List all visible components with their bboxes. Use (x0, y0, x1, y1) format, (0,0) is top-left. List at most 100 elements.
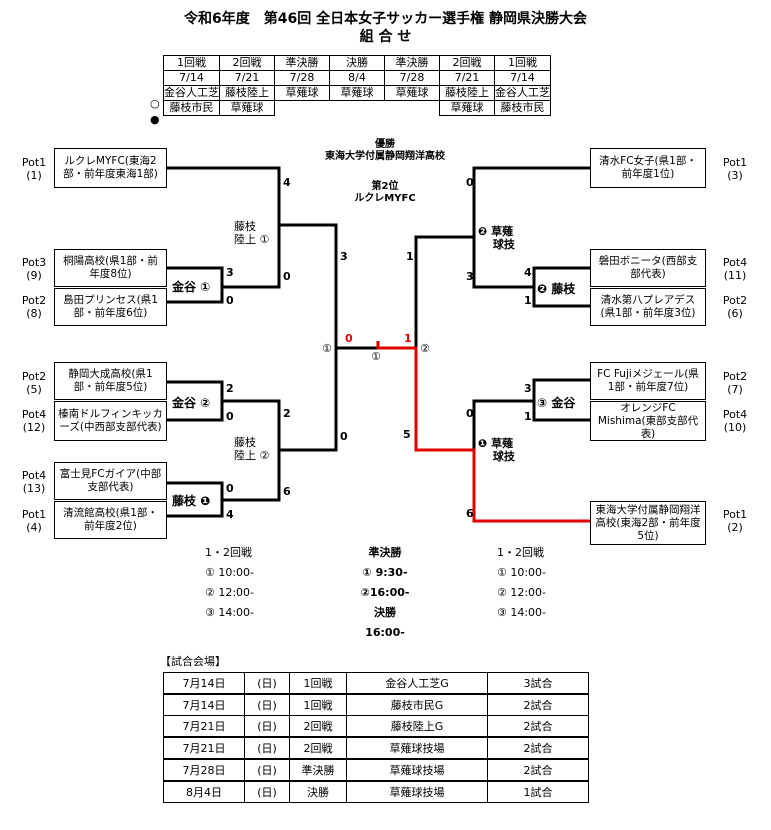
pot-label: Pot4(11) (722, 256, 748, 282)
score: 4 (226, 508, 234, 521)
time-line: ③ 14:00- (497, 606, 547, 619)
bracket-line (166, 266, 224, 304)
times-header: 準決勝 (368, 546, 402, 559)
table-row: 7月14日 (日) 1回戦 金谷人工芝G 3試合 (163, 672, 589, 695)
team-box: 清水FC女子(県1部・前年度1位) (590, 148, 706, 188)
pot-label: Pot2(6) (722, 294, 748, 320)
score: 0 (226, 294, 234, 307)
team-box: 東海大学付属静岡翔洋高校(東海2部・前年度5位) (590, 501, 706, 545)
times-header: 決勝 (374, 606, 396, 619)
score: 4 (283, 176, 291, 189)
schedule-white-row: 金谷人工芝 藤枝陸上 草薙球 草薙球 草薙球 藤枝陸上 金谷人工芝 (163, 85, 551, 101)
winner-name: 東海大学付属静岡翔洋高校 (325, 151, 445, 162)
table-cell: 藤枝市民G (346, 693, 488, 716)
table-cell: 7月14日 (163, 693, 245, 716)
winner-line (376, 341, 590, 523)
pot-label: Pot1(3) (722, 156, 748, 182)
venue-label: ❶ 草薙 球技 (478, 437, 515, 463)
table-cell: 藤枝陸上G (346, 715, 488, 738)
winner-label: 優勝 (375, 139, 395, 150)
table-cell: 8月4日 (163, 780, 245, 803)
table-cell: 草薙球技場 (346, 758, 488, 782)
time-line: ② 12:00- (205, 586, 255, 599)
table-cell: 1試合 (487, 780, 589, 803)
score: 1 (524, 294, 532, 307)
table-row: 7月28日 (日) 準決勝 草薙球技場 2試合 (163, 758, 589, 782)
pot-label: Pot4(10) (722, 408, 748, 434)
white-circle-icon: ○ (150, 97, 160, 110)
venue-label: ② (420, 342, 430, 355)
table-cell: (日) (244, 715, 290, 738)
venue-label: ③ 金谷 (537, 396, 576, 410)
pot-label: Pot1(2) (722, 508, 748, 534)
team-box: 清水第八プレアデス(県1部・前年度3位) (590, 288, 706, 326)
table-cell: 7月28日 (163, 758, 245, 782)
time-line: ②16:00- (360, 586, 410, 599)
pot-label: Pot1(1) (21, 156, 47, 182)
venue-cell: 藤枝陸上 (219, 85, 275, 101)
venue-label: ① (322, 342, 332, 355)
time-line: ② 12:00- (497, 586, 547, 599)
venue-cell: 草薙球 (329, 85, 385, 101)
venue-label: ❷ 藤枝 (537, 282, 576, 296)
venue-cell: 草薙球 (384, 85, 440, 101)
venue-label: 藤枝 陸上 ② (234, 436, 270, 462)
score: 2 (226, 382, 234, 395)
venue-label: 藤枝 ❶ (172, 494, 211, 508)
score: 0 (283, 270, 291, 283)
team-box: 磐田ボニータ(西部支部代表) (590, 249, 706, 287)
pot-label: Pot2(5) (21, 370, 47, 396)
team-box: FC Fujiメジェール(県1部・前年度7位) (590, 362, 706, 400)
table-row: 7月21日 (日) 2回戦 藤枝陸上G 2試合 (163, 715, 589, 738)
venue-cell: 草薙球 (219, 100, 275, 116)
score: 3 (340, 250, 348, 263)
time-line: 16:00- (365, 626, 405, 639)
bracket-line (472, 399, 534, 450)
times-right: 1・2回戦 ① 10:00- ② 12:00- ③ 14:00- (497, 543, 546, 623)
second-name: ルクレMYFC (354, 193, 416, 204)
table-cell: 2試合 (487, 736, 589, 760)
score: 6 (283, 485, 291, 498)
times-header: 1・2回戦 (497, 546, 544, 559)
table-cell: 7月14日 (163, 672, 245, 695)
table-row: 7月21日 (日) 2回戦 草薙球技場 2試合 (163, 736, 589, 760)
second-label: 第2位 (371, 181, 399, 192)
venue-label: ❷ 草薙 球技 (478, 225, 515, 251)
table-cell: 2回戦 (289, 715, 347, 738)
venue-cell: 草薙球 (439, 100, 495, 116)
table-cell: 2試合 (487, 693, 589, 716)
venue-cell: 藤枝市民 (494, 100, 551, 116)
team-box: 清流館高校(県1部・前年度2位) (54, 501, 167, 539)
team-box: ルクレMYFC(東海2部・前年度東海1部) (54, 148, 167, 188)
final-score-left: 0 (345, 332, 353, 345)
score: 6 (466, 507, 474, 520)
score: 1 (406, 250, 414, 263)
time-line: ③ 14:00- (205, 606, 255, 619)
score: 5 (403, 428, 411, 441)
table-cell: 2回戦 (289, 736, 347, 760)
venue-label: 藤枝 陸上 ① (234, 220, 270, 246)
score: 2 (283, 407, 291, 420)
score: 1 (524, 410, 532, 423)
final-score-right: 1 (404, 332, 412, 345)
table-cell: 1回戦 (289, 693, 347, 716)
pot-label: Pot2(7) (722, 370, 748, 396)
table-cell: (日) (244, 693, 290, 716)
bracket-line (279, 223, 338, 452)
time-line: ① 10:00- (205, 566, 255, 579)
score: 0 (466, 176, 474, 189)
bracket-winner-path (376, 341, 590, 523)
score: 0 (226, 410, 234, 423)
bracket-line (414, 235, 474, 348)
table-cell: 2試合 (487, 715, 589, 738)
pot-label: Pot2(8) (21, 294, 47, 320)
schedule-black-row: 藤枝市民 草薙球 草薙球 藤枝市民 (163, 100, 551, 116)
score: 0 (226, 482, 234, 495)
table-cell: 1回戦 (289, 672, 347, 695)
bracket-black-lines (166, 166, 590, 518)
table-cell: (日) (244, 736, 290, 760)
table-cell: 2試合 (487, 758, 589, 782)
bracket-line (166, 166, 281, 289)
team-box: 富士見FCガイア(中部支部代表) (54, 462, 167, 500)
